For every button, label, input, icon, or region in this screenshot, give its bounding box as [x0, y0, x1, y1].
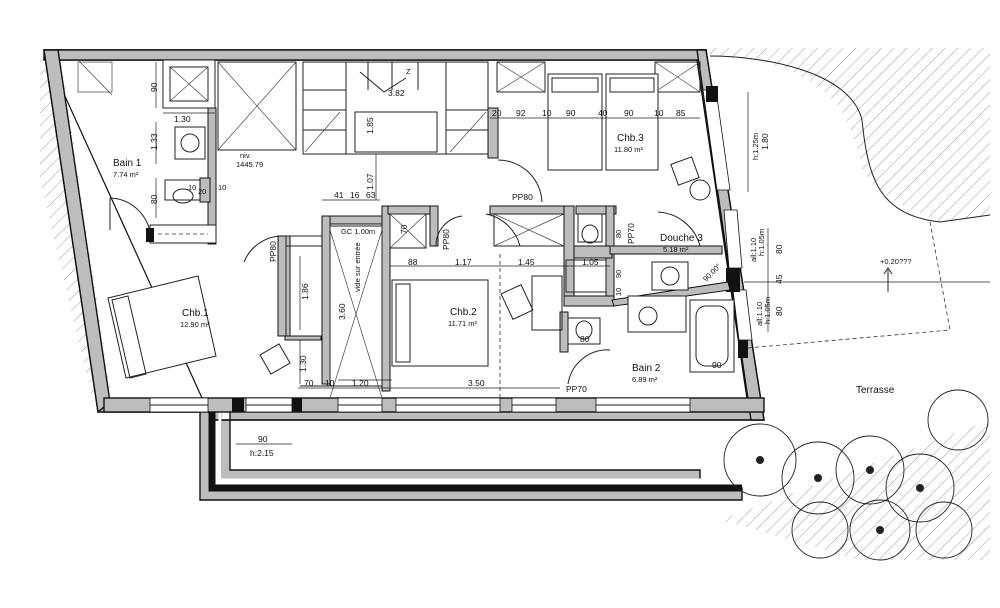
- dim-117: 1.17: [455, 257, 472, 267]
- dim-16: 16: [350, 190, 360, 200]
- room-name-bain2: Bain 2: [632, 363, 661, 374]
- dim-h215: h:2.15: [250, 448, 274, 458]
- right-dim-45: 45: [774, 274, 784, 284]
- top-dim-85: 85: [676, 108, 686, 118]
- dim-133: 1.33: [149, 133, 159, 150]
- gc-label: GC 1.00m: [341, 227, 375, 236]
- dim-90-ext: 90: [258, 434, 268, 444]
- dimension-lines: [155, 62, 990, 445]
- door-pp70-douche: PP70: [626, 223, 636, 244]
- dim-185: 1.85: [365, 117, 375, 134]
- top-dim-40: 40: [598, 108, 608, 118]
- room-name-douche3: Douche 3: [660, 233, 703, 244]
- top-dim-10a: 10: [542, 108, 552, 118]
- room-area-chb1: 12.90 m²: [180, 320, 210, 329]
- dim-130: 1.30: [174, 114, 191, 124]
- dim-80-toilet: 80: [580, 334, 590, 344]
- dim-10-douche: 10: [614, 288, 623, 296]
- door-pp80-mid: PP80: [441, 229, 451, 250]
- dim-41: 41: [334, 190, 344, 200]
- dim-130b: 1.30: [298, 355, 308, 372]
- room-area-bain2: 6.89 m²: [632, 375, 658, 384]
- wall-top: [43, 49, 707, 61]
- niv-label: niv.: [240, 151, 251, 160]
- dim-120: 1.20: [352, 378, 369, 388]
- dim-105: 1.05: [582, 257, 599, 267]
- room-area-chb3: 11.80 m²: [614, 145, 644, 154]
- level-label: +0.20???: [880, 257, 912, 266]
- dim-107: 1.07: [365, 173, 375, 190]
- room-name-chb3: Chb.3: [617, 133, 644, 144]
- right-dim-alt110a: all:1.10: [749, 238, 758, 262]
- top-dim-90b: 90: [624, 108, 634, 118]
- dim-63: 63: [366, 190, 376, 200]
- stair-dim: 3.82: [388, 88, 405, 98]
- dim-20: 20: [198, 187, 206, 196]
- dim-80-douche: 80: [614, 230, 623, 238]
- angle-label: 90.00°: [701, 262, 723, 284]
- right-windows: [702, 86, 753, 358]
- top-dim-92: 92: [516, 108, 526, 118]
- room-area-douche3: 5.18 m²: [663, 245, 689, 254]
- room-area-bain1: 7.74 m²: [113, 170, 139, 179]
- dim-90-bath: 90: [712, 360, 722, 370]
- bottom-windows: [149, 397, 691, 413]
- niv-value: 1445.79: [236, 160, 263, 169]
- dim-88: 88: [408, 257, 418, 267]
- dim-90-bain1: 90: [149, 82, 159, 92]
- dim-186: 1.86: [300, 283, 310, 300]
- door-pp70-bottom: PP70: [566, 384, 587, 394]
- dim-90-douche: 90: [614, 270, 623, 278]
- partitions: [243, 205, 735, 399]
- room-area-chb2: 11.71 m²: [448, 319, 478, 328]
- door-pp80-left: PP80: [268, 241, 278, 262]
- stair-z: Z: [406, 67, 411, 76]
- void-shaft: [217, 61, 297, 151]
- vide-label: vide sur entrée: [353, 242, 362, 292]
- terrace-curve: [709, 55, 991, 223]
- dim-145: 1.45: [518, 257, 535, 267]
- right-dim-h125: h:1.25m: [751, 133, 760, 160]
- door-pp80-top: PP80: [512, 192, 533, 202]
- beds: [107, 275, 563, 379]
- bain1-walls: [77, 59, 217, 245]
- room-name-bain1: Bain 1: [113, 158, 142, 169]
- top-dim-20: 20: [492, 108, 502, 118]
- right-hatch: [710, 48, 990, 222]
- dim-10c: 10: [325, 378, 335, 388]
- lower-wall-inner: [218, 412, 742, 482]
- dim-10b: 10: [218, 183, 226, 192]
- trees: [720, 389, 990, 561]
- right-dim-h105b: h:1.05m: [763, 297, 772, 324]
- right-dim-80b: 80: [774, 306, 784, 316]
- right-dim-h105a: h:1.05m: [757, 229, 766, 256]
- chb3-furniture: [487, 61, 711, 203]
- dim-70v: 70: [399, 224, 409, 234]
- top-dim-10b: 10: [654, 108, 664, 118]
- dim-350: 3.50: [468, 378, 485, 388]
- right-dim-alt110b: all:1.10: [755, 302, 764, 326]
- staircase: [302, 61, 489, 155]
- dim-360: 3.60: [337, 303, 347, 320]
- room-name-chb2: Chb.2: [450, 307, 477, 318]
- dim-10a: 10: [188, 183, 196, 192]
- room-name-chb1: Chb.1: [182, 308, 209, 319]
- top-dim-90a: 90: [566, 108, 576, 118]
- dim-70b: 70: [304, 378, 314, 388]
- room-name-terrasse: Terrasse: [856, 385, 895, 396]
- right-dim-80a: 80: [774, 244, 784, 254]
- dim-80-bain1: 80: [149, 194, 159, 204]
- right-dim-180: 1.80: [760, 133, 770, 150]
- lower-wall: [208, 412, 742, 492]
